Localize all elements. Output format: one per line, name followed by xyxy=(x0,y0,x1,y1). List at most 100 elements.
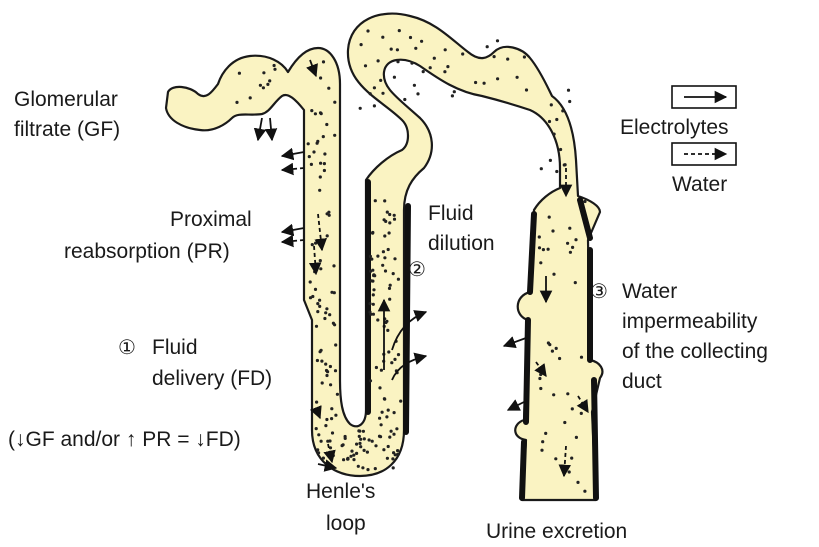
solute-dot xyxy=(328,313,332,317)
solute-dot xyxy=(365,450,369,454)
solute-dot xyxy=(385,456,389,460)
solute-dot xyxy=(355,442,359,446)
solute-dot xyxy=(384,320,388,325)
solute-dot xyxy=(370,257,374,261)
solute-dot xyxy=(359,445,363,449)
solute-dot xyxy=(392,411,396,415)
solute-dot xyxy=(367,438,371,442)
solute-dot xyxy=(537,246,542,250)
solute-dot xyxy=(443,48,447,52)
solute-dot xyxy=(352,453,356,457)
solute-dot xyxy=(325,234,329,238)
solute-dot xyxy=(358,429,362,433)
solute-dot xyxy=(389,47,393,51)
solute-dot xyxy=(315,358,319,363)
solute-dot xyxy=(383,269,388,273)
solute-dot xyxy=(393,357,397,361)
solute-dot xyxy=(392,75,396,79)
solute-dot xyxy=(396,353,401,357)
solute-dot xyxy=(319,267,323,271)
glomerular-filtrate-label-2: filtrate (GF) xyxy=(14,118,120,141)
solute-dot xyxy=(421,70,425,74)
solute-dot xyxy=(343,436,347,440)
solute-dot xyxy=(352,458,356,462)
solute-dot xyxy=(546,247,550,251)
solute-dot xyxy=(524,88,529,92)
solute-dot xyxy=(318,304,322,308)
solute-dot xyxy=(388,212,392,217)
solute-dot xyxy=(316,302,320,306)
solute-dot xyxy=(570,456,574,460)
solute-dot xyxy=(576,480,580,484)
solute-dot xyxy=(321,60,326,64)
solute-dot xyxy=(320,359,324,363)
solute-dot xyxy=(540,448,544,452)
solute-dot xyxy=(554,346,558,350)
solute-dot xyxy=(552,393,556,397)
solute-dot xyxy=(381,91,385,95)
solute-dot xyxy=(379,368,383,372)
solute-dot xyxy=(567,470,571,474)
solute-dot xyxy=(369,269,373,273)
proximal-label-1: Proximal xyxy=(170,208,252,231)
legend: Electrolytes Water xyxy=(620,85,737,196)
solute-dot xyxy=(396,60,400,64)
solute-dot xyxy=(323,316,327,321)
solute-dot xyxy=(385,210,389,214)
solute-dot xyxy=(330,431,335,435)
solute-dot xyxy=(314,241,318,245)
solute-dot xyxy=(316,310,320,314)
solute-dot xyxy=(386,444,390,449)
solute-dot xyxy=(363,64,368,68)
solute-dot xyxy=(310,243,314,247)
solute-dot xyxy=(420,39,424,43)
solute-dot xyxy=(322,168,326,173)
solute-dot xyxy=(314,324,319,328)
solute-dot xyxy=(268,79,272,83)
solute-dot xyxy=(381,35,385,39)
water-impermeability-number: ③ xyxy=(590,279,608,303)
solute-dot xyxy=(368,302,372,306)
solute-dot xyxy=(388,297,392,301)
solute-dot xyxy=(393,257,397,261)
solute-dot xyxy=(386,247,390,252)
water-arrows xyxy=(280,162,589,478)
solute-dot xyxy=(386,328,390,332)
solute-dot xyxy=(306,142,310,146)
solute-dot xyxy=(328,439,332,443)
solute-dot xyxy=(321,456,325,460)
solute-dot xyxy=(566,392,570,396)
solute-dot xyxy=(324,362,328,366)
solute-dot xyxy=(262,71,266,75)
proximal-label-2: reabsorption (PR) xyxy=(64,240,230,263)
solute-dot xyxy=(310,109,314,113)
solute-dot xyxy=(376,59,380,63)
solute-dot xyxy=(474,80,478,85)
solute-dot xyxy=(359,43,363,47)
solute-dot xyxy=(450,94,454,98)
solute-dot xyxy=(537,235,541,239)
solute-dot xyxy=(549,103,553,107)
fluid-delivery-label-1: Fluid xyxy=(152,336,198,359)
solute-dot xyxy=(333,100,337,104)
solute-dot xyxy=(571,245,575,249)
solute-dot xyxy=(331,453,335,458)
fluid-dilution-label-1: Fluid xyxy=(428,202,474,225)
solute-dot xyxy=(330,407,334,411)
fluid-dilution-number: ② xyxy=(408,257,426,281)
solute-dot xyxy=(390,361,394,365)
solute-dot xyxy=(583,199,587,204)
solute-dot xyxy=(366,29,370,33)
solute-dot xyxy=(515,75,519,79)
solute-dot xyxy=(325,417,329,422)
solute-dot xyxy=(361,429,365,433)
solute-dot xyxy=(335,392,339,396)
solute-dot xyxy=(355,451,359,455)
solute-dot xyxy=(574,238,578,242)
solute-dot xyxy=(314,427,318,431)
solute-dot xyxy=(316,448,320,452)
solute-dot xyxy=(387,231,391,235)
solute-dot xyxy=(399,399,403,403)
solute-dot xyxy=(372,288,376,292)
solute-dot xyxy=(376,318,380,322)
